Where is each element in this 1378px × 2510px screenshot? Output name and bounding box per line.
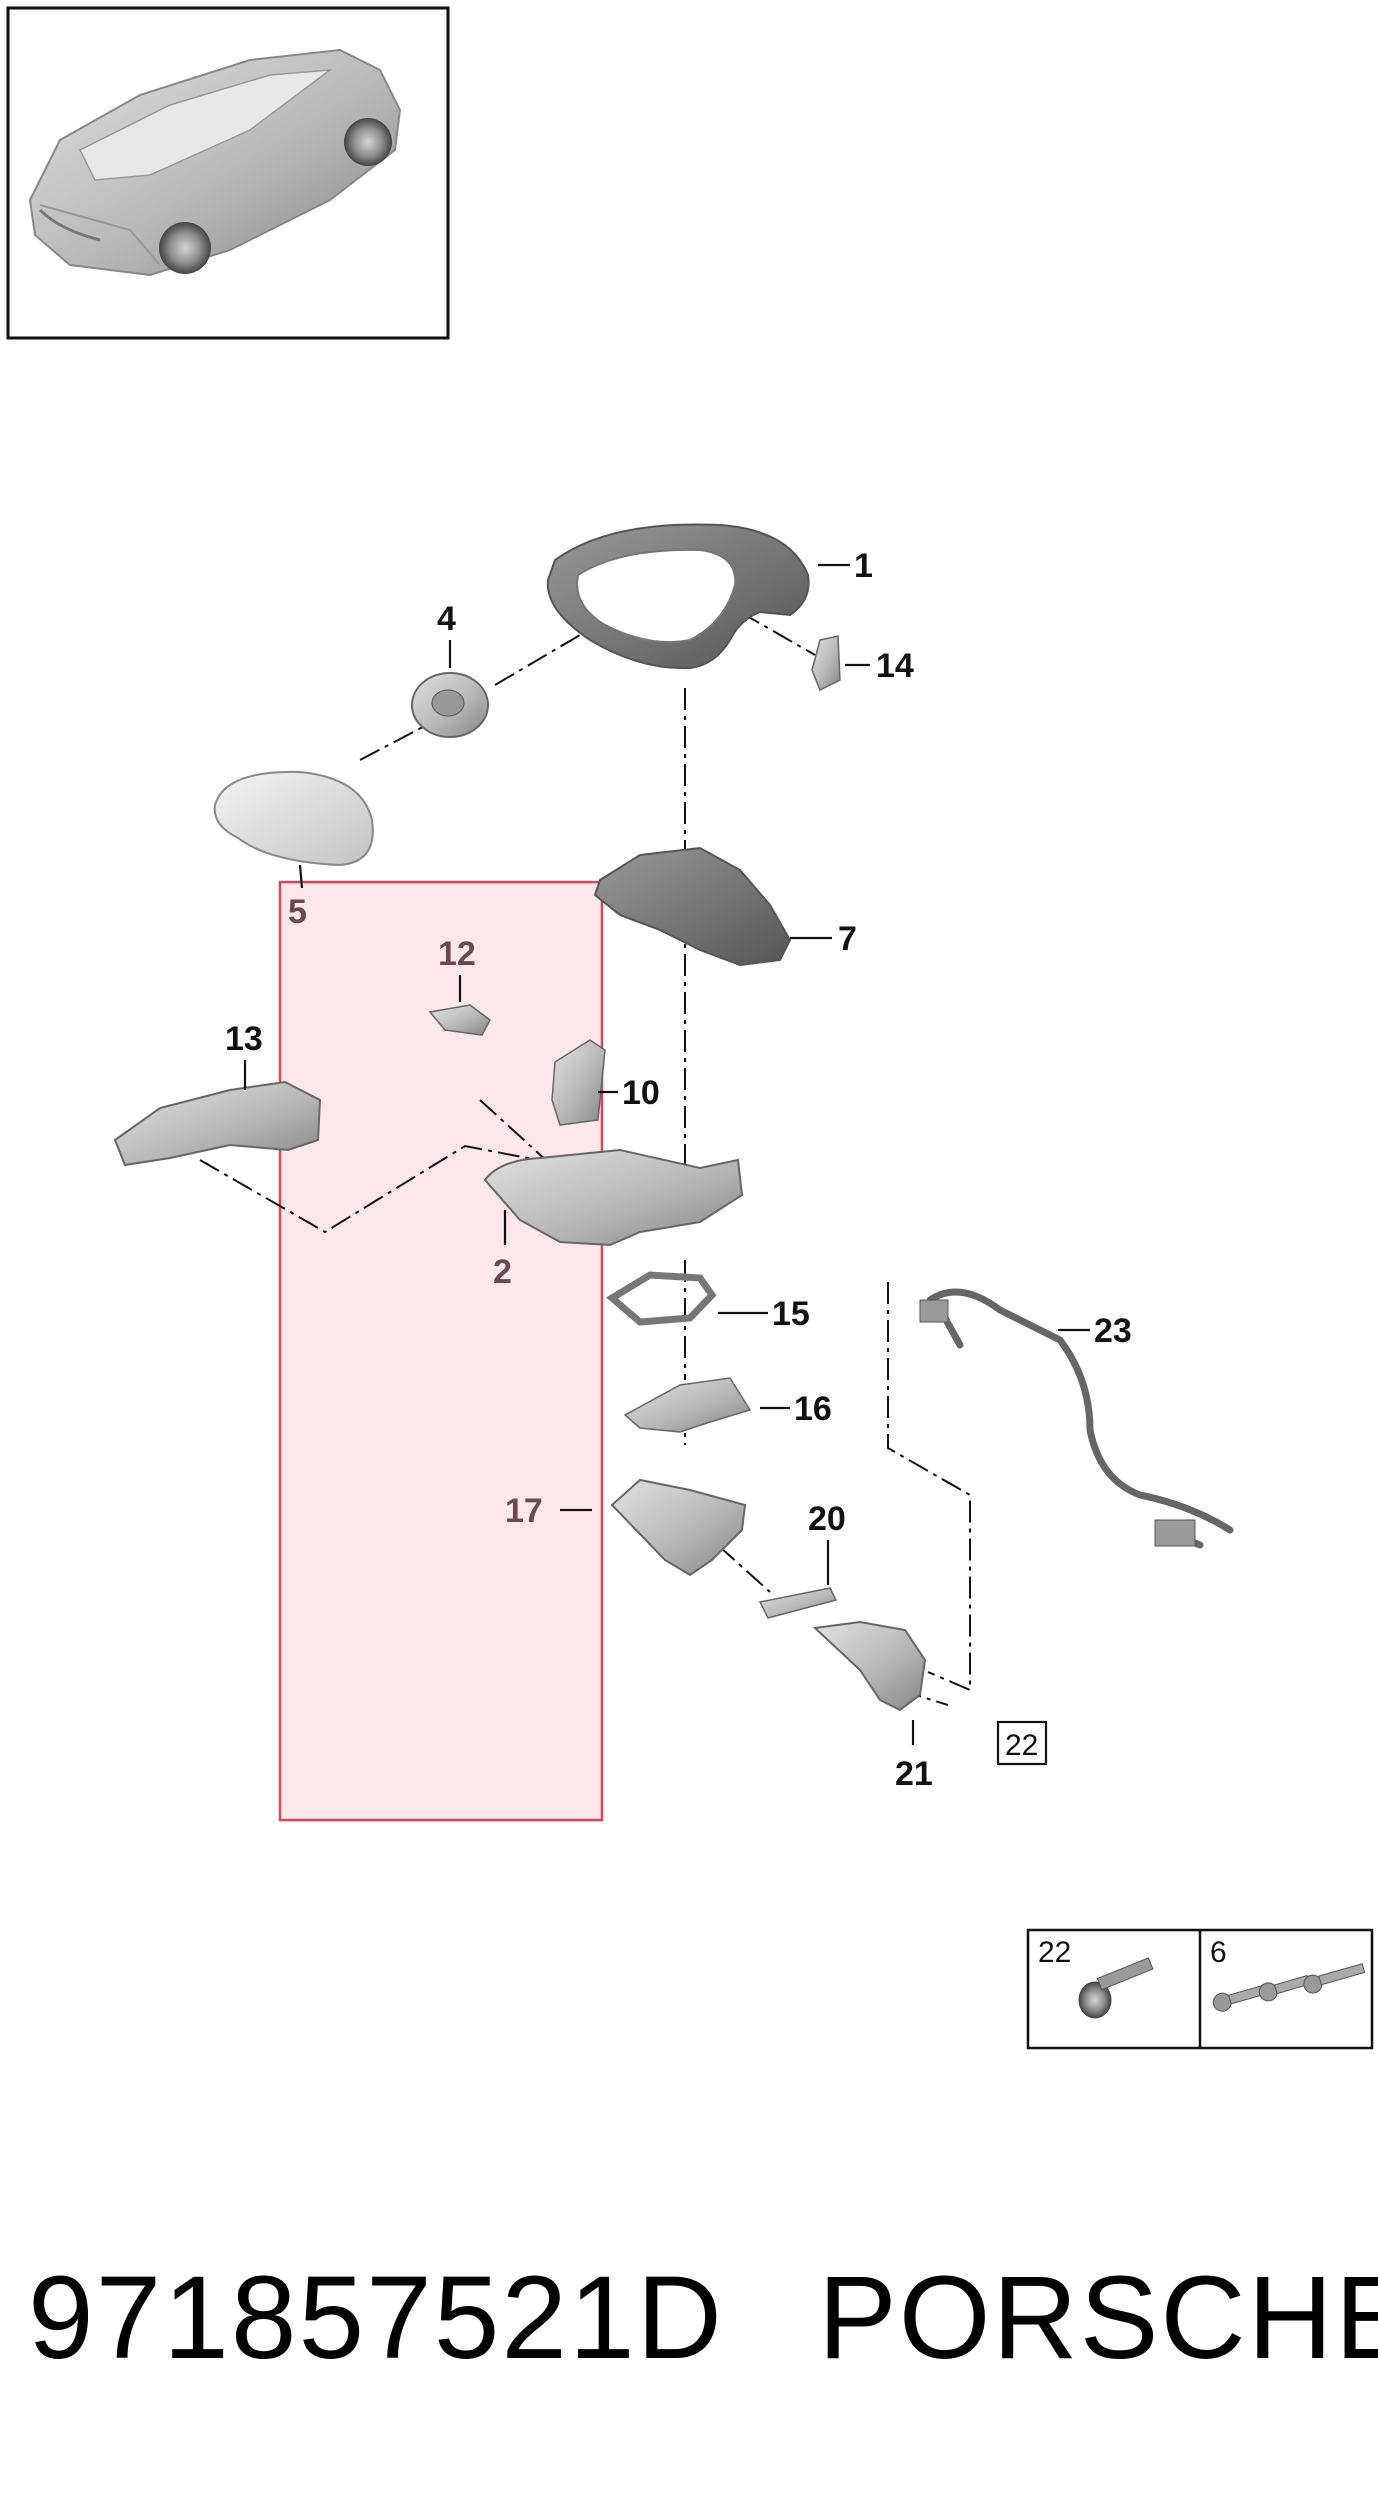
- callout-23: 23: [1094, 1312, 1132, 1350]
- part-7-base-bracket: [593, 846, 792, 967]
- part-4-adjust-motor: [411, 672, 489, 738]
- brand-name: PORSCHE: [818, 2252, 1378, 2384]
- callout-13: 13: [225, 1020, 263, 1058]
- leader-lines: [243, 563, 1090, 1745]
- footer-caption: 971857521D PORSCHE: [28, 2250, 1378, 2400]
- part-1-mirror-housing: [546, 523, 810, 670]
- highlight-region: [278, 880, 604, 1822]
- hardware-box: 22 6: [1026, 1928, 1374, 2050]
- callout-20: 20: [808, 1500, 846, 1538]
- part-12-clip: [428, 1004, 491, 1036]
- part-2-lower-housing: [483, 1148, 744, 1247]
- callout-22: 22: [1005, 1729, 1038, 1762]
- screws-6-icon: [1212, 1963, 1366, 2012]
- part-23-connector: [919, 1299, 949, 1323]
- hardware-label-22: 22: [1038, 1936, 1071, 1969]
- callout-10: 10: [622, 1074, 660, 1112]
- hardware-label-6: 6: [1210, 1936, 1227, 1969]
- callout-4: 4: [437, 600, 456, 638]
- callout-5: 5: [288, 893, 307, 931]
- callout-16: 16: [794, 1390, 832, 1428]
- part-23-end-connector: [1154, 1519, 1196, 1547]
- part-16-trim: [623, 1377, 752, 1433]
- callout-2: 2: [493, 1253, 512, 1291]
- callout-15: 15: [772, 1295, 810, 1333]
- part-5-mirror-glass: [213, 770, 374, 867]
- callout-21: 21: [895, 1755, 933, 1793]
- bolt-22-icon: [1078, 1957, 1154, 2019]
- part-20-lamp-strip: [758, 1587, 838, 1619]
- callout-14: 14: [876, 647, 914, 685]
- callout-17: 17: [505, 1492, 543, 1530]
- callout-1: 1: [854, 547, 873, 585]
- part-15-seal-frame: [606, 1271, 717, 1326]
- callouts: 1 4 14 5 7 12 13 10 2 15 23 16 17 20 22 …: [225, 547, 1132, 1793]
- part-14-cap: [811, 635, 841, 692]
- vehicle-thumbnail: [6, 6, 450, 340]
- callout-7: 7: [838, 920, 857, 958]
- part-17-lower-cover: [610, 1478, 747, 1577]
- part-21-module: [812, 1620, 927, 1712]
- callout-22-box: [996, 1720, 1048, 1766]
- part-13-cover-arm: [113, 1080, 322, 1167]
- part-10-lamp: [551, 1039, 606, 1126]
- part-number: 971857521D: [28, 2252, 724, 2384]
- callout-12: 12: [438, 935, 476, 973]
